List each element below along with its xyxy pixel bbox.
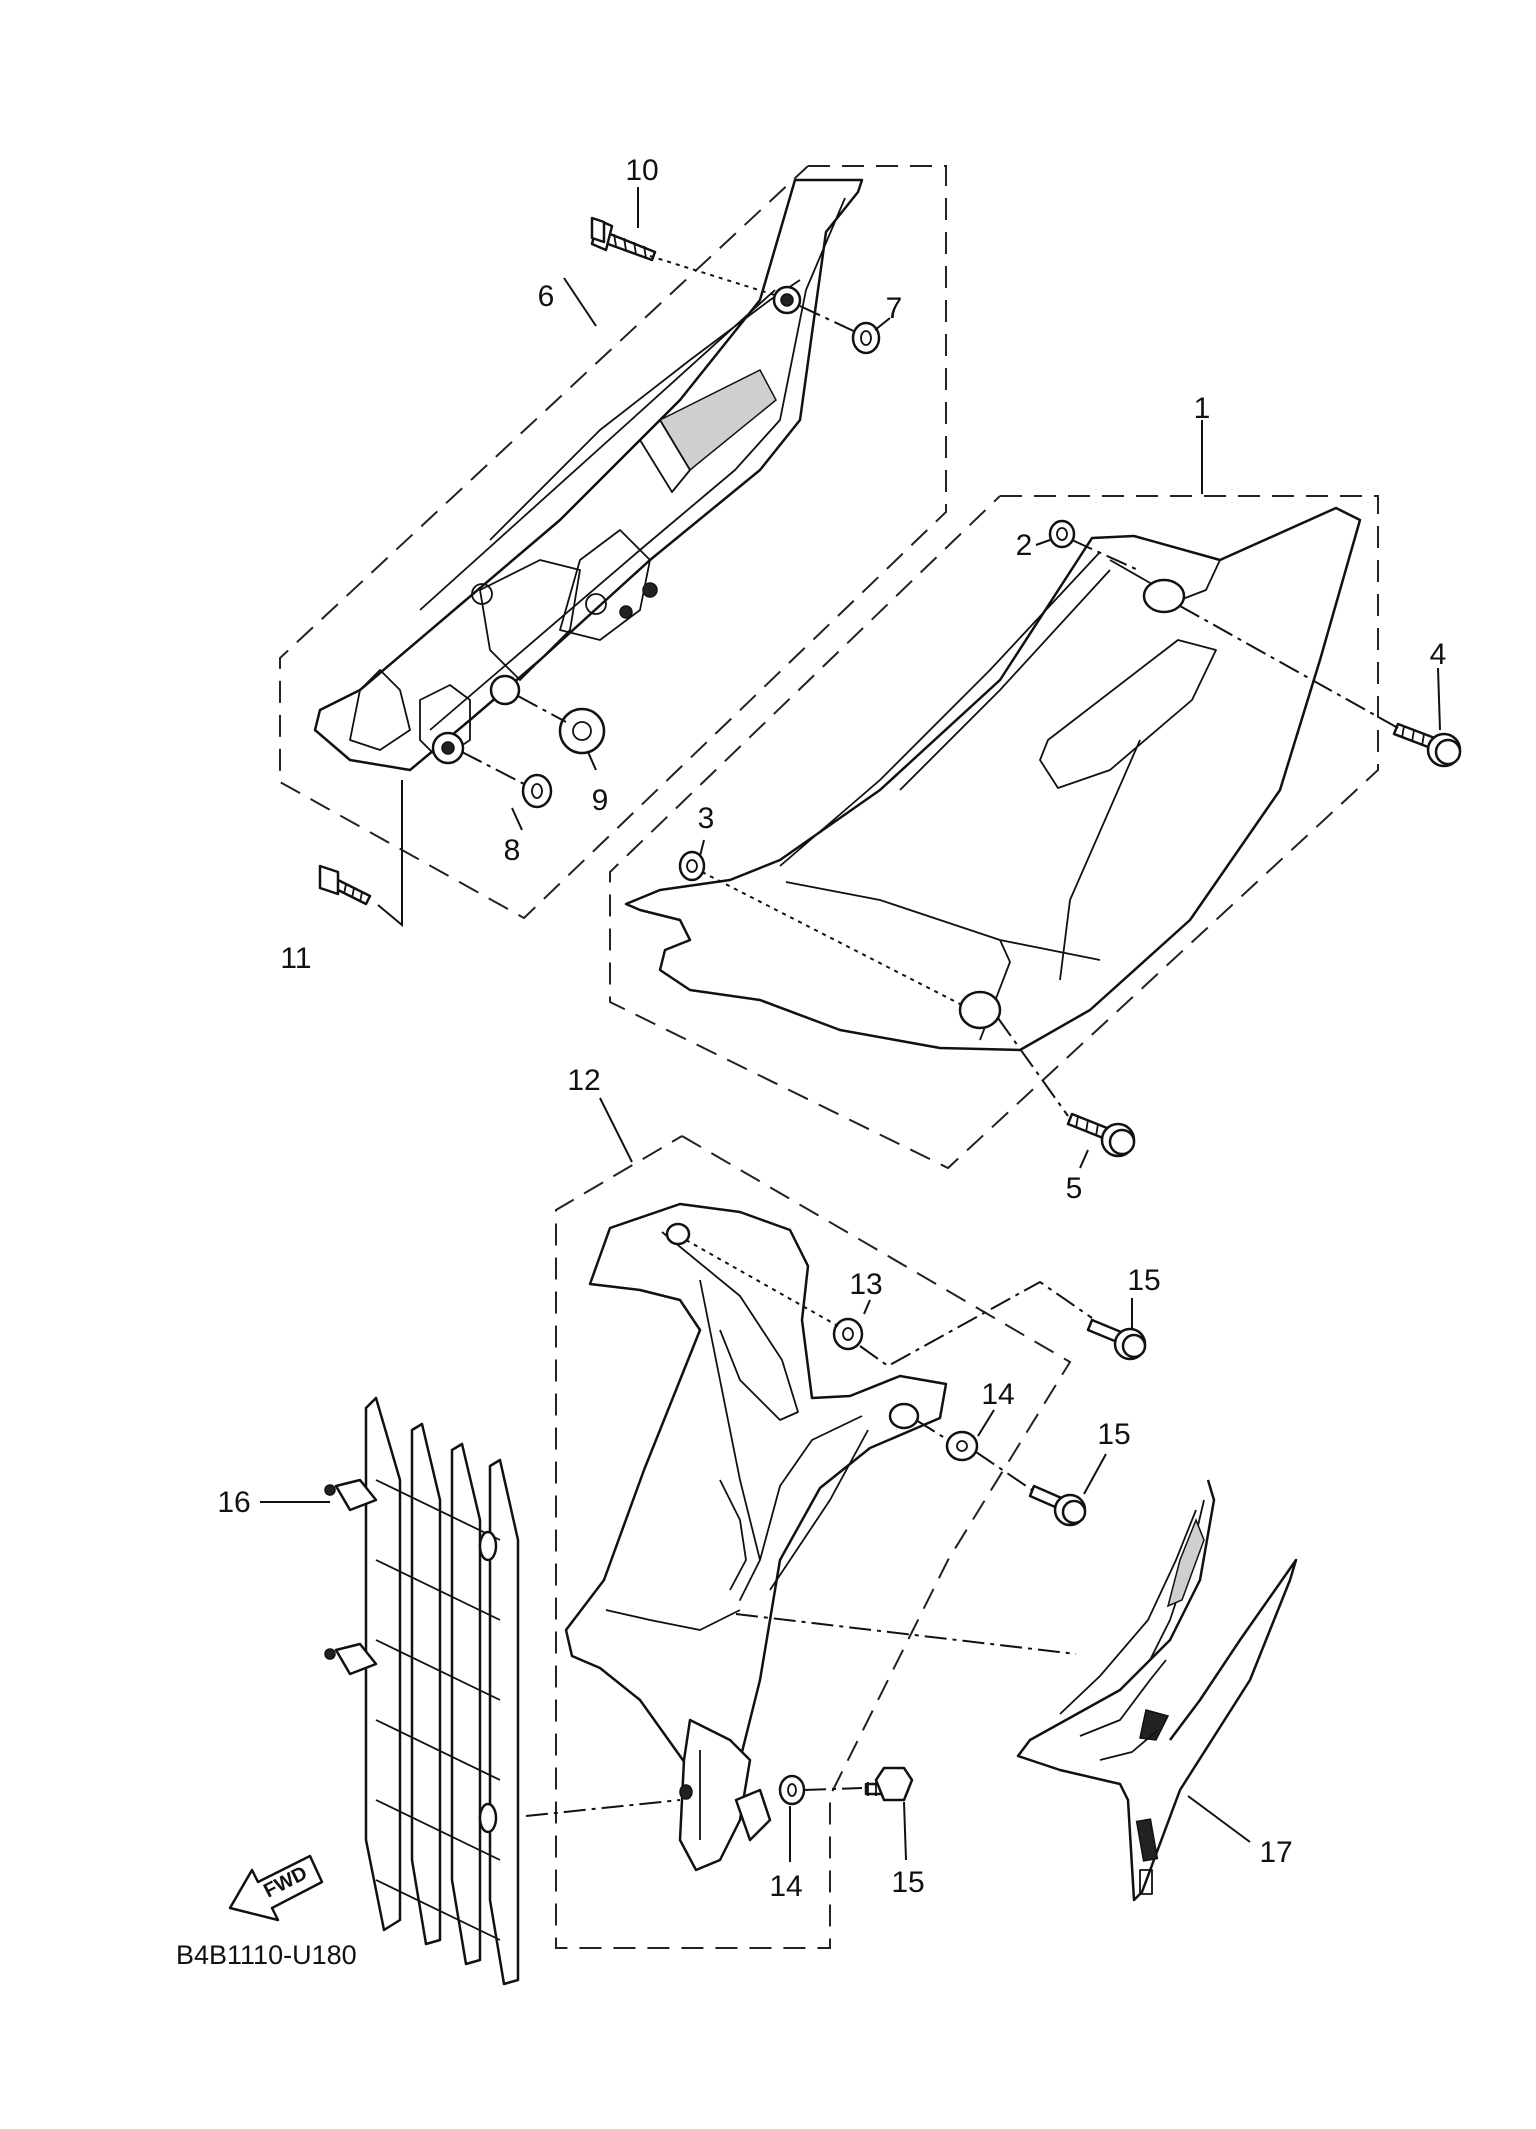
bolt-4 <box>1392 722 1462 768</box>
callout-6: 6 <box>538 280 555 313</box>
callout-15-lower: 15 <box>891 1866 924 1899</box>
side-cover-bracket <box>313 178 864 772</box>
radiator-louver <box>324 1396 520 1986</box>
leader-5 <box>1079 1149 1089 1169</box>
callout-10: 10 <box>625 154 658 187</box>
callout-11: 11 <box>280 942 311 975</box>
leader-15-mid <box>1083 1453 1107 1495</box>
callout-7: 7 <box>886 292 903 325</box>
bolt-15-mid <box>1028 1484 1087 1527</box>
leader-17 <box>1187 1795 1251 1843</box>
diagram-code: B4B1110-U180 <box>176 1940 357 1970</box>
callout-12: 12 <box>567 1064 600 1097</box>
washer-14-lower <box>778 1774 806 1806</box>
leader-15-lower <box>903 1801 907 1861</box>
bolt-10 <box>590 216 657 262</box>
radiator-shroud <box>564 1202 948 1872</box>
side-cover <box>624 506 1362 1052</box>
callout-15-top: 15 <box>1127 1264 1160 1297</box>
washer-8 <box>521 773 553 809</box>
forward-arrow-icon: FWD <box>228 1854 324 1922</box>
leader-2 <box>1035 539 1051 546</box>
washer-3 <box>678 850 706 882</box>
callout-9: 9 <box>592 784 609 817</box>
leader-14-upper <box>977 1409 995 1437</box>
group-6-boundary <box>279 165 947 920</box>
callout-14-lower: 14 <box>769 1870 802 1903</box>
washer-13 <box>832 1317 864 1351</box>
callouts: 1 2 3 4 5 6 7 8 9 10 11 12 13 14 14 15 1… <box>217 154 1446 1903</box>
leader-4 <box>1437 667 1441 731</box>
leader-12 <box>599 1097 633 1163</box>
group-1-boundary <box>609 495 1379 1170</box>
callout-13: 13 <box>849 1268 882 1301</box>
bolt-11 <box>318 864 372 906</box>
callout-3: 3 <box>698 802 715 835</box>
leader-13 <box>863 1299 871 1315</box>
callout-4: 4 <box>1430 638 1447 671</box>
leader-11 <box>377 780 403 928</box>
callout-15-mid: 15 <box>1097 1418 1130 1451</box>
washer-7 <box>851 321 881 355</box>
callout-17: 17 <box>1259 1836 1292 1869</box>
bolt-15-top <box>1086 1318 1147 1361</box>
washer-9 <box>558 707 606 755</box>
callout-16: 16 <box>217 1486 250 1519</box>
washer-2 <box>1048 519 1076 549</box>
callout-1: 1 <box>1194 392 1211 425</box>
shroud-graphic-17 <box>1016 1479 1298 1902</box>
leader-3 <box>699 839 705 857</box>
leader-6 <box>563 277 597 327</box>
bolt-15-lower <box>864 1766 914 1802</box>
callout-5: 5 <box>1066 1172 1083 1205</box>
group-12-boundary <box>555 1135 1072 1949</box>
callout-2: 2 <box>1016 529 1033 562</box>
callout-8: 8 <box>504 834 521 867</box>
washer-14-upper <box>945 1430 979 1462</box>
callout-14-upper: 14 <box>981 1378 1014 1411</box>
bolt-5 <box>1066 1112 1136 1158</box>
